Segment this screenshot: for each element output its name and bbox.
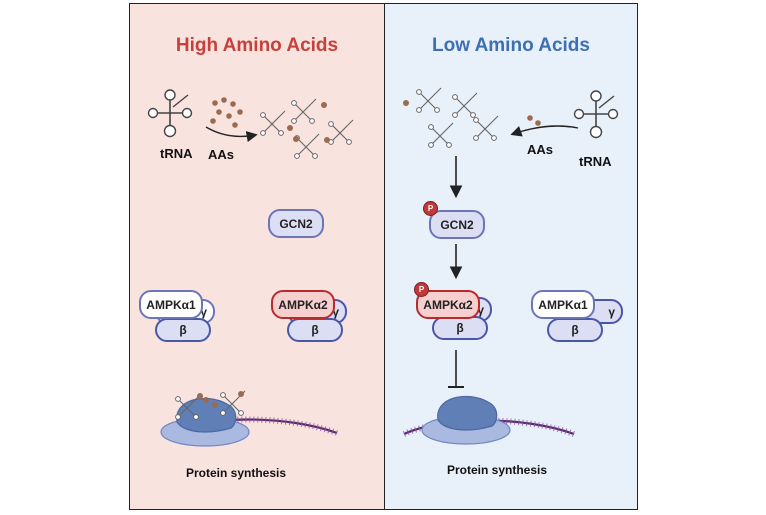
trna-icon [147,89,193,138]
ampk-alpha1-subunit: AMPKα1 [531,290,595,319]
amino-acid-dots [210,97,243,128]
aas-label: AAs [527,142,554,157]
trna-icon [573,90,619,139]
panel-title-high: High Amino Acids [175,35,339,56]
trna-label: tRNA [160,146,193,161]
ampk-alpha2-subunit: AMPKα2 [416,290,480,319]
ampk-alpha1-subunit: AMPKα1 [139,290,203,319]
ribosome [160,397,250,447]
gamma-label: γ [608,304,615,319]
ribosome [421,395,511,445]
charged-trna-on-ribosome [175,390,246,420]
aas-label: AAs [208,147,235,162]
phosphate-group: P [414,282,429,297]
gamma-label: γ [332,304,339,319]
inhibition-bar [448,350,464,388]
protein-synthesis-label: Protein synthesis [186,466,287,480]
protein-synthesis-label: Protein synthesis [447,463,548,477]
ampk-beta-subunit: β [287,318,343,342]
charged-trna-icons [260,98,354,159]
uncharging-arrow [510,125,579,137]
phosphate-group: P [423,201,438,216]
panel-title-low: Low Amino Acids [432,35,590,56]
gamma-label: γ [477,302,484,317]
trna-label: tRNA [579,154,612,169]
amino-acid-dots [527,115,541,126]
ampk-beta-subunit: β [155,318,211,342]
gcn2-protein: GCN2 [268,209,324,238]
charging-arrow [205,126,258,143]
gcn2-protein: GCN2 [429,210,485,239]
ampk-beta-subunit: β [547,318,603,342]
gamma-label: γ [200,304,207,319]
ampk-beta-subunit: β [432,316,488,340]
uncharged-trna-icons [403,87,499,148]
ampk-alpha2-subunit: AMPKα2 [271,290,335,319]
